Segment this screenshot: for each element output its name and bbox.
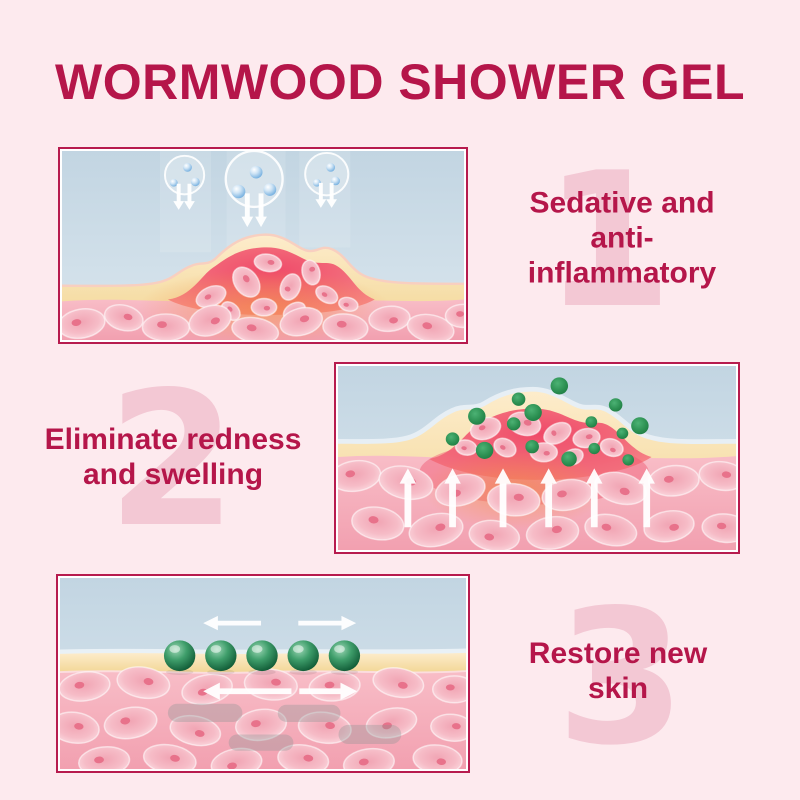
step-3-label: Restore new skin xyxy=(528,637,708,705)
up-arrow-icon xyxy=(399,468,655,528)
right-arrow-icon xyxy=(298,615,358,700)
step-2-illustration-absorption xyxy=(334,362,740,554)
page-title: WORMWOOD SHOWER GEL xyxy=(55,54,745,110)
down-arrow-icon xyxy=(173,182,338,228)
step-3-illustration-renewal xyxy=(56,574,470,773)
left-arrow-icon xyxy=(203,615,292,700)
step-1-illustration-inflamed-skin xyxy=(58,147,468,344)
renewal-capsule-icon xyxy=(167,703,402,751)
step-1-number: 1 xyxy=(543,132,673,349)
step-3-number: 3 xyxy=(556,569,686,786)
step-2-label: Eliminate redness and swelling xyxy=(44,423,302,491)
herbal-sphere-icon xyxy=(163,640,361,675)
skin-cell-icon xyxy=(338,411,736,550)
skin-cell-icon xyxy=(62,253,464,340)
herbal-particle-icon xyxy=(445,377,649,467)
water-droplet-icon xyxy=(169,163,340,199)
skin-cell-icon xyxy=(60,666,466,769)
step-2-number: 2 xyxy=(107,351,237,568)
step-1-label: Sedative and anti-inflammatory xyxy=(527,186,717,290)
